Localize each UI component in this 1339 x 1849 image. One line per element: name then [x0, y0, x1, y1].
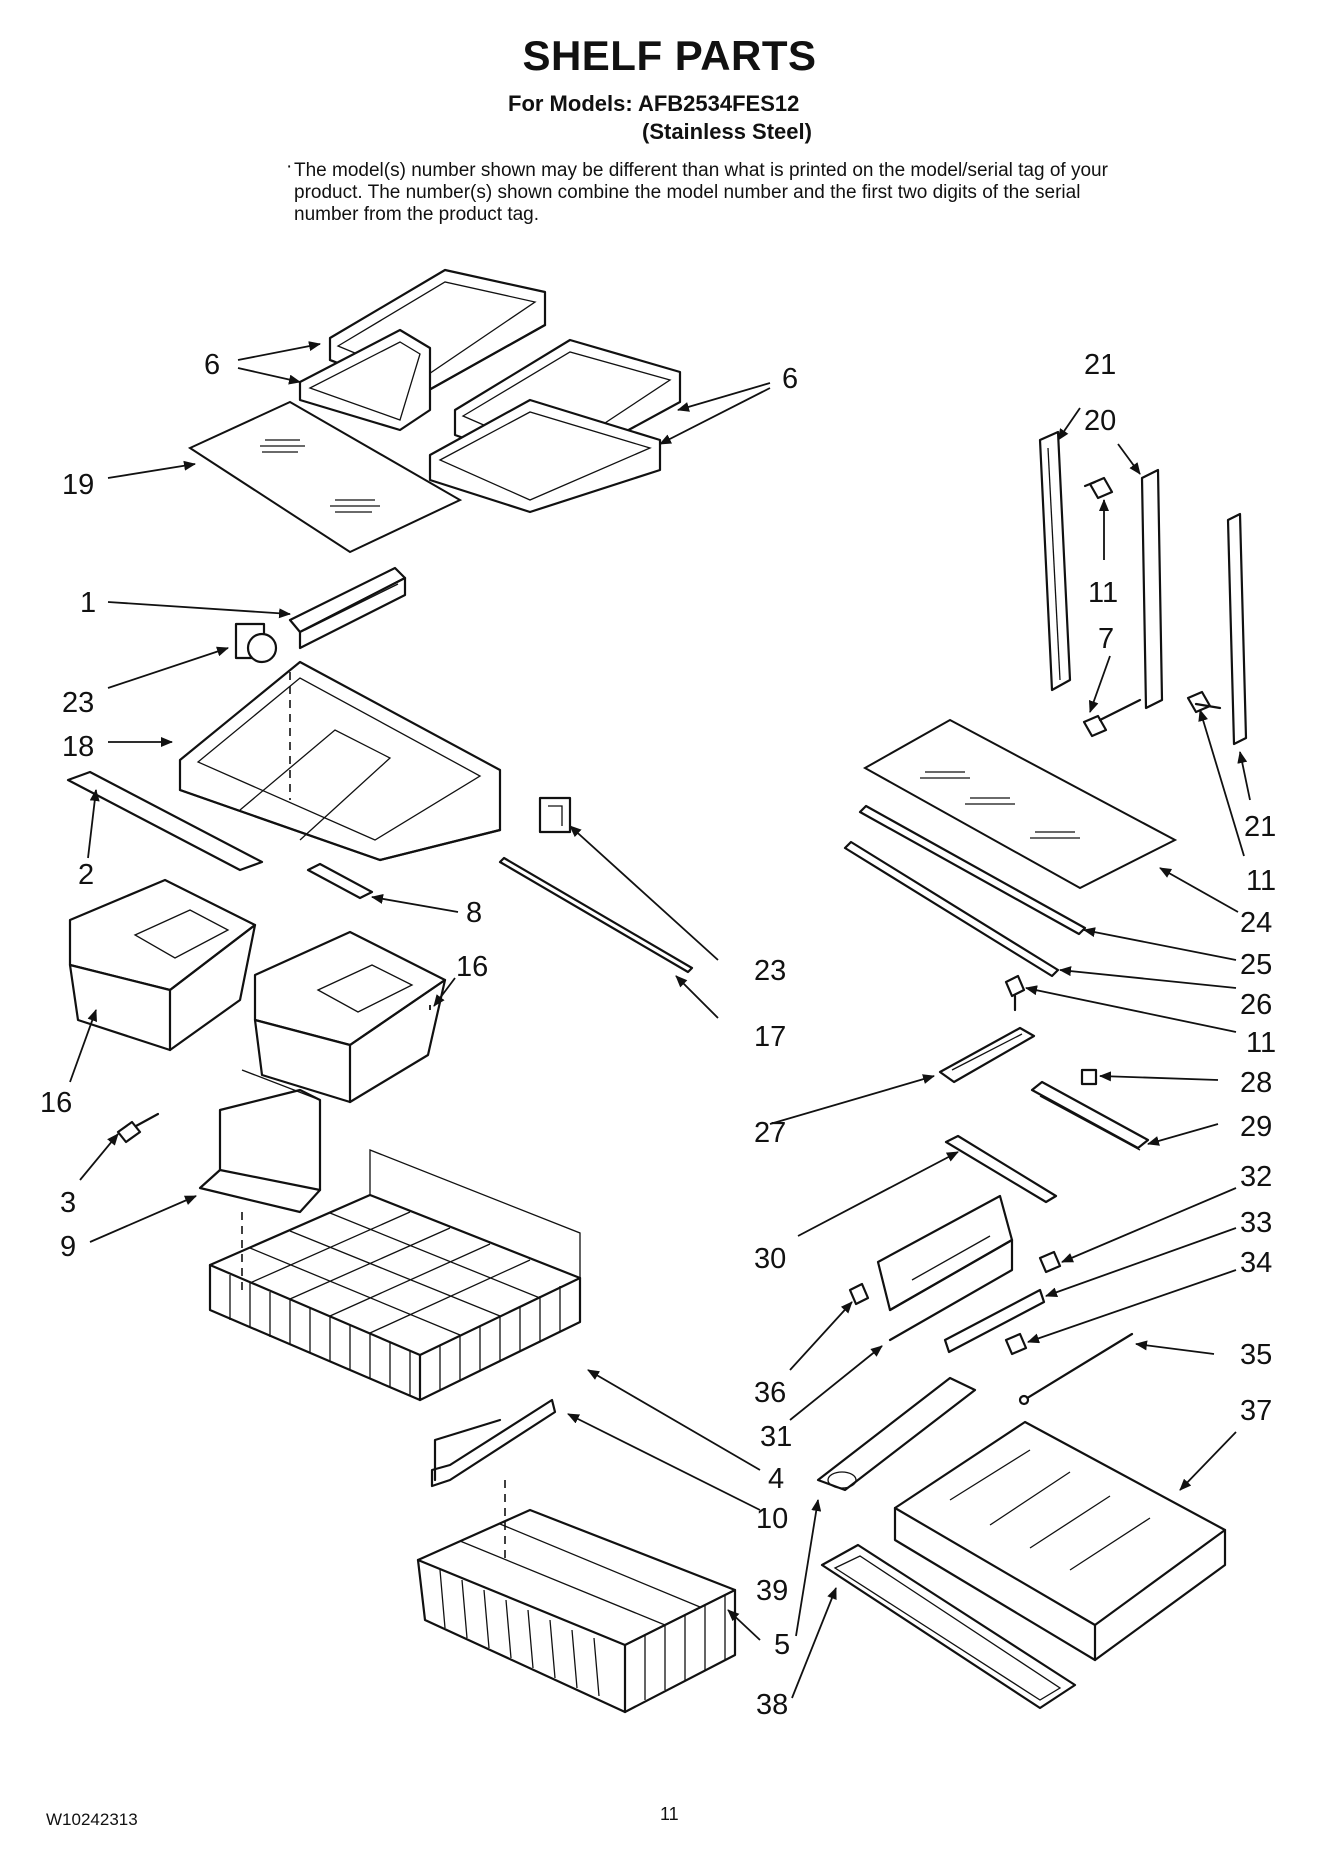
- callout-32: 32: [1240, 1161, 1272, 1193]
- callout-7: 7: [1098, 623, 1114, 655]
- callout-5: 5: [774, 1629, 790, 1661]
- callout-1: 1: [80, 587, 96, 619]
- callout-31: 31: [760, 1421, 792, 1453]
- callout-38: 38: [756, 1689, 788, 1721]
- part-21-rail-right: [1226, 512, 1248, 746]
- callout-23: 23: [62, 687, 94, 719]
- callout-21: 21: [1244, 811, 1276, 843]
- callout-35: 35: [1240, 1339, 1272, 1371]
- part-17-rod: [498, 856, 694, 974]
- part-11-screw-c: [1004, 974, 1026, 1012]
- callout-16: 16: [456, 951, 488, 983]
- callout-17: 17: [754, 1021, 786, 1053]
- part-32-screw: [1038, 1250, 1062, 1274]
- part-16-crisper-drawer-left: [68, 878, 257, 1052]
- part-11-screw-a: [1083, 476, 1114, 500]
- part-23-control-knob-right: [538, 796, 572, 834]
- callout-11: 11: [1246, 865, 1276, 897]
- callout-28: 28: [1240, 1067, 1272, 1099]
- callout-2: 2: [78, 859, 94, 891]
- part-10-basket-bracket: [430, 1398, 557, 1560]
- callout-21: 21: [1084, 349, 1116, 381]
- part-24-glass-shelf: [862, 718, 1178, 890]
- part-28-clip: [1080, 1068, 1098, 1086]
- part-35-wire: [1018, 1332, 1134, 1406]
- bullet-mark: ·: [286, 156, 293, 177]
- part-9-slide-bracket: [198, 1069, 322, 1290]
- callout-25: 25: [1240, 949, 1272, 981]
- part-36-clip: [848, 1282, 870, 1306]
- callout-37: 37: [1240, 1395, 1272, 1427]
- part-6-shelf-frame-upper-right: [428, 338, 682, 514]
- callout-10: 10: [756, 1503, 788, 1535]
- part-31-support-housing: [876, 1194, 1014, 1342]
- callout-27: 27: [754, 1117, 786, 1149]
- part-30-track: [944, 1134, 1058, 1204]
- part-4-wire-basket-large: [208, 1149, 582, 1402]
- model-info: For Models: AFB2534FES12 (Stainless Stee…: [508, 90, 812, 146]
- part-3-screw: [116, 1112, 160, 1144]
- callout-11: 11: [1246, 1027, 1276, 1059]
- part-18-crisper-cover-frame: [178, 660, 502, 862]
- model-variant: (Stainless Steel): [642, 119, 812, 144]
- callout-23: 23: [754, 955, 786, 987]
- callout-8: 8: [466, 897, 482, 929]
- page-number: 11: [660, 1804, 679, 1824]
- model-disclaimer: · The model(s) number shown may be diffe…: [286, 156, 1114, 226]
- part-20-bracket-rail: [1140, 468, 1164, 710]
- callout-3: 3: [60, 1187, 76, 1219]
- document-number: W10242313: [46, 1810, 138, 1829]
- callout-20: 20: [1084, 405, 1116, 437]
- callout-30: 30: [754, 1243, 786, 1275]
- part-38-tray-cover: [820, 1543, 1077, 1710]
- part-6-shelf-frame-upper-left: [298, 268, 547, 432]
- callout-26: 26: [1240, 989, 1272, 1021]
- part-16-crisper-drawer-right: [253, 930, 447, 1104]
- callout-24: 24: [1240, 907, 1272, 939]
- callout-19: 19: [62, 469, 94, 501]
- leader-lines: [69, 341, 1251, 1699]
- models-line: For Models: AFB2534FES12: [508, 91, 800, 116]
- part-8-divider-bracket: [306, 862, 374, 900]
- disclaimer-text: The model(s) number shown may be differe…: [294, 160, 1108, 225]
- part-29-rail: [1030, 1080, 1150, 1151]
- callout-34: 34: [1240, 1247, 1272, 1279]
- callout-6: 6: [782, 363, 798, 395]
- part-1-control-rail: [288, 566, 407, 650]
- callout-33: 33: [1240, 1207, 1272, 1239]
- page-title: SHELF PARTS: [522, 32, 817, 79]
- callout-36: 36: [754, 1377, 786, 1409]
- callout-39: 39: [756, 1575, 788, 1607]
- part-26-trim-strip: [843, 840, 1060, 978]
- part-39-slide-cover: [816, 1376, 977, 1492]
- callout-18: 18: [62, 731, 94, 763]
- callout-6: 6: [204, 349, 220, 381]
- part-37-deli-tray: [893, 1420, 1227, 1662]
- callout-9: 9: [60, 1231, 76, 1263]
- part-21-rail-left: [1038, 430, 1072, 692]
- callout-4: 4: [768, 1463, 784, 1495]
- part-5-wire-basket-small: [416, 1508, 737, 1714]
- part-23-control-knob-left: [234, 622, 278, 664]
- callout-16: 16: [40, 1087, 72, 1119]
- part-2-trim-strip: [66, 770, 264, 872]
- part-19-glass-shelf: [187, 400, 463, 554]
- callout-11: 11: [1088, 577, 1118, 609]
- part-27-bracket: [938, 1026, 1036, 1084]
- callout-labels: 6 6 19 1 23 18 2 8 16 16 23 17 3 9 4 10 …: [40, 349, 1276, 1721]
- part-33-slide-bar: [943, 1288, 1046, 1354]
- part-7-screw: [1082, 698, 1142, 738]
- part-34-screw: [1004, 1332, 1028, 1356]
- part-11-screw-b: [1186, 690, 1222, 714]
- callout-29: 29: [1240, 1111, 1272, 1143]
